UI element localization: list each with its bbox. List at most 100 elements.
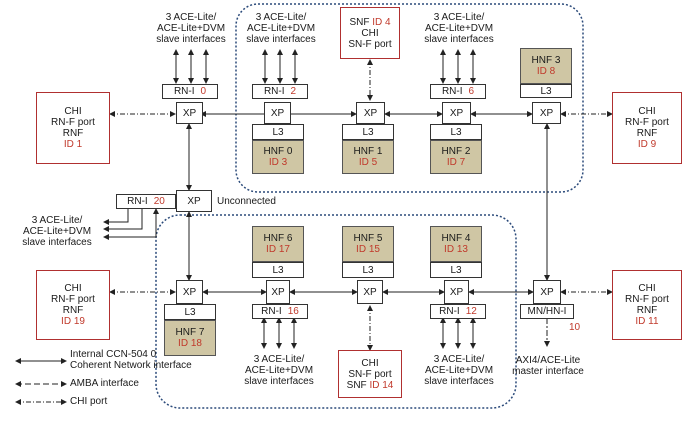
ace-label-line: ACE-Lite+DVM [244,365,314,376]
legend-amba: AMBA interface [70,378,139,389]
hnf-name: HNF 5 [353,233,383,244]
rni-label: RN-I [261,306,282,317]
legend-line: Internal CCN-504 0 [70,349,157,360]
ace-label-line: 3 ACE-Lite/ [31,215,83,226]
ace-label-line: ACE-Lite+DVM [424,23,494,34]
ace-label-rni16: 3 ACE-Lite/ ACE-Lite+DVM slave interface… [238,354,320,387]
hnf4-box: HNF 4 ID 13 [430,226,482,262]
hnf-id: ID 3 [268,157,288,168]
rni-id: 0 [200,86,207,97]
ace-label-line: slave interfaces [22,237,92,248]
legend-chi: CHI port [70,396,108,407]
xp-top-5: XP [532,102,561,124]
axi-line: master interface [512,366,584,377]
hnf-name: HNF 6 [263,233,293,244]
xp-bottom-5: XP [533,280,561,304]
rnf-chi: CHI [638,283,656,294]
snf-top-line1: SNF ID 4 [349,16,391,28]
hnf-name: HNF 7 [175,327,205,338]
legend-internal: Internal CCN-504 0 Coherent Network inte… [70,349,192,371]
rnf-label: RNF [636,305,658,316]
rni-label: RN-I [441,86,463,97]
axi-master-label: AXI4/ACE-Lite master interface [508,355,588,377]
rnf-id: ID 11 [635,316,659,327]
rni-label: RN-I [439,306,460,317]
xp-bottom-3: XP [357,280,383,304]
legend-line: Coherent Network interface [70,360,192,371]
mn-hni-id: 10 [569,322,581,333]
ace-label-rni0: 3 ACE-Lite/ ACE-Lite+DVM slave interface… [150,12,232,45]
rnf-chi: CHI [64,283,82,294]
rnf-port-right-bottom: CHI RN-F port RNF ID 11 [612,270,682,340]
l3-box: L3 [252,262,304,278]
rni-id: 20 [153,196,165,207]
rni-label: RN-I [263,86,285,97]
ace-label-line: ACE-Lite+DVM [22,226,92,237]
ace-label-line: ACE-Lite+DVM [156,23,226,34]
hnf-name: HNF 2 [441,146,471,157]
rnf-label: RNF [636,128,658,139]
hnf-id: ID 15 [356,244,380,255]
hnf-id: ID 7 [446,157,466,168]
ace-label-line: ACE-Lite+DVM [424,365,494,376]
rnf-label: RNF [62,305,84,316]
rnf-id: ID 9 [637,139,657,150]
ace-label-line: slave interfaces [244,376,314,387]
xp-middle: XP [176,190,212,212]
ace-label-rni12: 3 ACE-Lite/ ACE-Lite+DVM slave interface… [418,354,500,387]
rni-id: 6 [468,86,475,97]
ace-label-rni20: 3 ACE-Lite/ ACE-Lite+DVM slave interface… [12,215,102,248]
hnf0-box: HNF 0 ID 3 [252,140,304,174]
hnf-name: HNF 4 [441,233,471,244]
snf-top-line2: CHI [361,27,379,39]
rnf-port-left-bottom: CHI RN-F port RNF ID 19 [36,270,110,340]
rni-6-box: RN-I 6 [430,84,486,99]
rni-id: 2 [290,86,297,97]
hnf-id: ID 5 [358,157,378,168]
rni-id: 12 [465,306,477,317]
xp-top-4: XP [442,102,471,124]
xp-bottom-4: XP [444,280,469,304]
rnf-label: RNF [62,128,84,139]
l3-box: L3 [342,124,394,140]
hnf5-box: HNF 5 ID 15 [342,226,394,262]
hnf3-box: HNF 3 ID 8 [520,48,572,84]
rnf-port-right-top: CHI RN-F port RNF ID 9 [612,92,682,164]
snf-bottom-line2: SN-F port [348,368,392,380]
ace-label-line: 3 ACE-Lite/ [165,12,217,23]
hnf2-box: HNF 2 ID 7 [430,140,482,174]
rnf-port: RN-F port [625,294,669,305]
hnf-id: ID 8 [536,66,556,77]
rni-id: 16 [287,306,299,317]
ace-label-rni6: 3 ACE-Lite/ ACE-Lite+DVM slave interface… [418,12,500,45]
axi-line: AXI4/ACE-Lite [515,355,581,366]
hnf-id: ID 18 [178,338,202,349]
ace-label-line: slave interfaces [424,34,494,45]
ace-label-line: slave interfaces [424,376,494,387]
xp-top-3: XP [356,102,385,124]
rnf-chi: CHI [64,106,82,117]
rnf-id: ID 19 [61,316,85,327]
xp-bottom-2: XP [266,280,290,304]
rnf-id: ID 1 [63,139,83,150]
l3-box: L3 [252,124,304,140]
xp-bottom-1: XP [176,280,203,304]
snf-bottom-line1: CHI [361,357,379,369]
snf-bottom-line3: SNF ID 14 [346,379,394,391]
hnf-id: ID 13 [444,244,468,255]
ace-label-line: ACE-Lite+DVM [246,23,316,34]
ace-label-rni2: 3 ACE-Lite/ ACE-Lite+DVM slave interface… [240,12,322,45]
bottom-cluster-outline [155,214,517,409]
xp-top-2: XP [264,102,291,124]
rni-2-box: RN-I 2 [252,84,308,99]
unconnected-label: Unconnected [217,196,276,207]
snf-bottom-box: CHI SN-F port SNF ID 14 [338,350,402,398]
ace-label-line: 3 ACE-Lite/ [433,354,485,365]
ace-label-line: 3 ACE-Lite/ [253,354,305,365]
hnf-name: HNF 1 [353,146,383,157]
hnf-name: HNF 3 [531,55,561,66]
mn-hni-box: MN/HN-I [520,304,574,319]
ace-label-line: 3 ACE-Lite/ [433,12,485,23]
